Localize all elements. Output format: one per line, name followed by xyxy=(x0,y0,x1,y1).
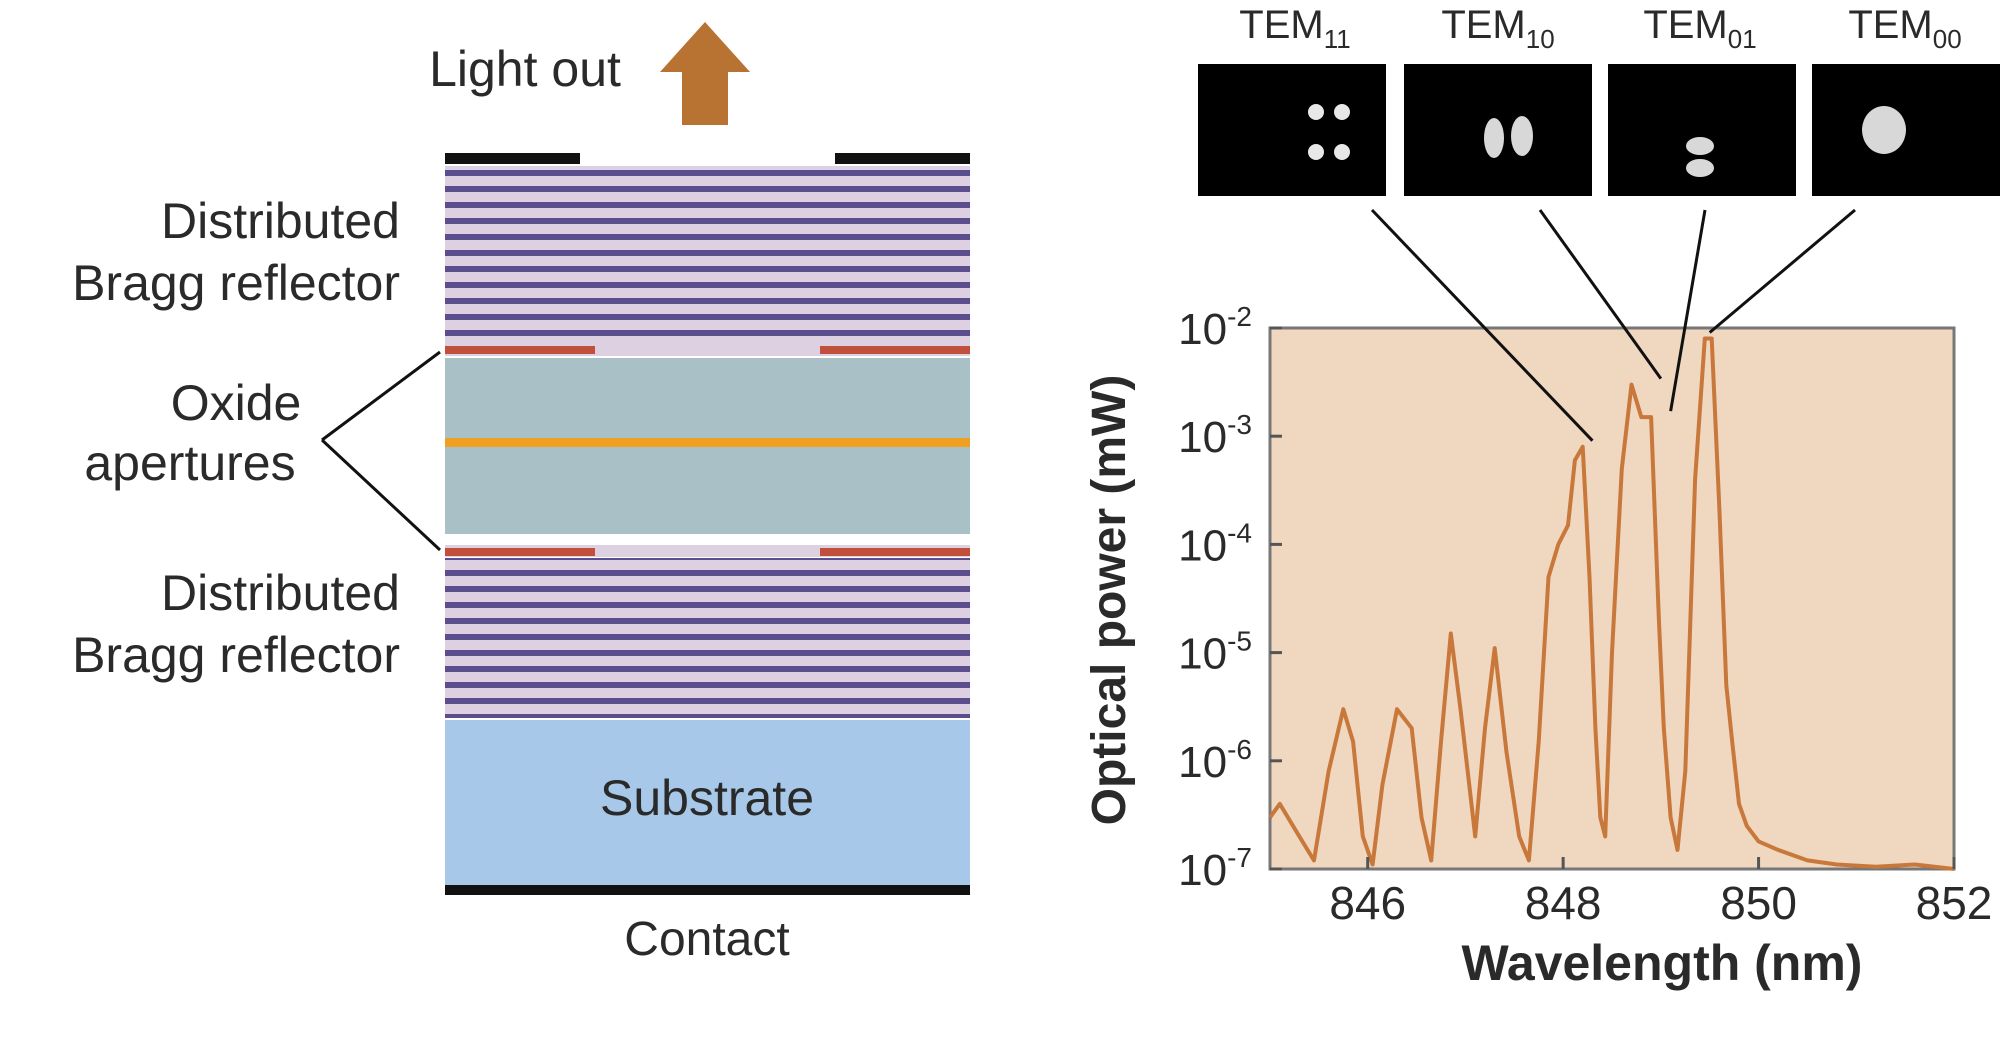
bottom-dbr-label-line1: Distributed xyxy=(161,565,400,621)
lower-oxide-aperture-left xyxy=(445,548,595,556)
x-tick-label: 848 xyxy=(1525,877,1602,929)
x-tick-label: 850 xyxy=(1720,877,1797,929)
light-out-arrow-icon xyxy=(660,22,750,125)
upper-oxide-aperture-left xyxy=(445,346,595,354)
lower-oxide-aperture-right xyxy=(820,548,970,556)
mode-sub-tem10: 10 xyxy=(1526,24,1555,54)
y-tick-label: 10-6 xyxy=(1178,734,1252,787)
y-tick-label: 10-7 xyxy=(1178,842,1252,895)
pointer-tem01 xyxy=(1669,209,1707,412)
light-out-label: Light out xyxy=(429,41,621,97)
contact-label: Contact xyxy=(624,913,789,966)
mode-spots-tem00 xyxy=(1862,106,1906,154)
pointer-tem10 xyxy=(1538,209,1663,380)
top-dbr-stack xyxy=(445,166,970,346)
plot-area xyxy=(1268,326,1956,871)
y-tick-label: 10-5 xyxy=(1178,626,1252,679)
mode-spots-tem11 xyxy=(1308,104,1350,160)
top-contact-right xyxy=(835,153,970,164)
y-tick-label: 10-2 xyxy=(1178,301,1252,354)
pointer-tem11 xyxy=(1370,208,1594,442)
mode-label-tem10: TEM10 xyxy=(1441,3,1554,54)
oxide-label-line2: apertures xyxy=(84,435,295,491)
pointer-tem00 xyxy=(1708,208,1856,334)
bottom-contact xyxy=(445,885,970,895)
oxide-pointer-lower xyxy=(320,438,442,552)
mode-label-tem01: TEM01 xyxy=(1643,3,1756,54)
mode-sub-tem01: 01 xyxy=(1728,24,1757,54)
y-axis-label: Optical power (mW) xyxy=(1083,375,1136,826)
upper-oxide-layer xyxy=(445,346,970,356)
top-dbr-label-line1: Distributed xyxy=(161,193,400,249)
mode-pointer-lines xyxy=(1370,208,1856,442)
oxide-pointer-upper xyxy=(321,350,441,442)
mode-spots-tem10 xyxy=(1484,116,1533,158)
x-axis-ticks: 846 848 850 852 xyxy=(1329,857,1992,929)
mode-sub-tem00: 00 xyxy=(1933,24,1962,54)
vcsel-diagram: Light out Substrate Contact Distributed … xyxy=(72,22,970,966)
substrate-block xyxy=(445,720,970,885)
mode-spots-tem01 xyxy=(1686,137,1714,177)
oxide-label-line1: Oxide xyxy=(171,375,302,431)
top-contact-left xyxy=(445,153,580,164)
x-tick-label: 846 xyxy=(1329,877,1406,929)
upper-oxide-aperture-right xyxy=(820,346,970,354)
y-tick-label: 10-4 xyxy=(1178,517,1252,570)
active-region-layer xyxy=(445,438,970,447)
mode-image-tem11 xyxy=(1198,64,1386,196)
mode-sub-tem11: 11 xyxy=(1324,24,1351,54)
substrate-label: Substrate xyxy=(600,770,814,826)
x-tick-label: 852 xyxy=(1916,877,1993,929)
mode-label-tem00: TEM00 xyxy=(1848,3,1961,54)
bottom-dbr-label-line2: Bragg reflector xyxy=(72,627,400,683)
bottom-dbr-stack xyxy=(445,558,970,718)
y-tick-label: 10-3 xyxy=(1178,409,1252,462)
mode-label-tem11: TEM11 xyxy=(1239,3,1350,54)
x-axis-label: Wavelength (nm) xyxy=(1462,935,1863,991)
spectrum-line xyxy=(1268,336,1955,871)
y-axis-ticks: 10-7 10-6 10-5 10-4 10-3 10-2 xyxy=(1178,301,1282,895)
spectrum-chart: 846 848 850 852 10-7 10-6 10-5 10-4 10-3 10-2 Wa… xyxy=(1083,208,1992,991)
mode-images: TEM11 TEM10 TEM01 TEM00 xyxy=(1198,3,2000,196)
top-dbr-label-line2: Bragg reflector xyxy=(72,255,400,311)
